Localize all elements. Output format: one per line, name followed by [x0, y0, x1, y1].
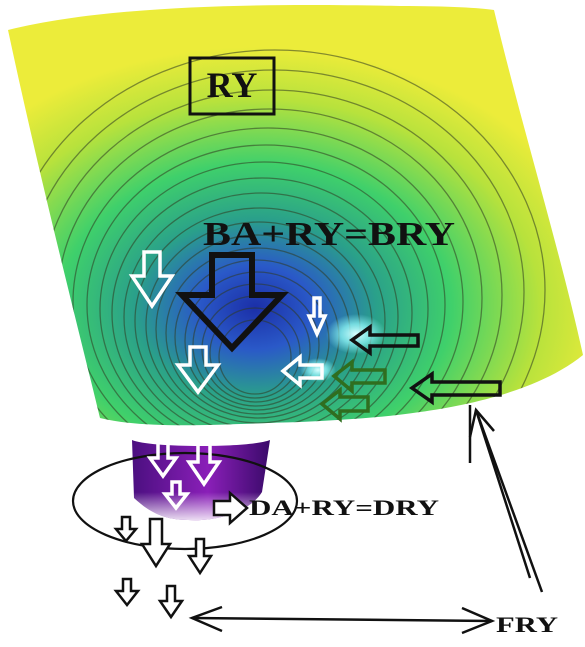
tube-down-arrow-2 — [185, 440, 223, 488]
green-left-arrows — [319, 323, 502, 423]
tube-down-arrow-1 — [146, 439, 180, 479]
dry-equation-label: DA+RY=DRY — [249, 495, 439, 520]
green-left-arrow-1 — [349, 323, 420, 357]
ry-label-box — [188, 56, 276, 116]
fry-label: FRY — [496, 612, 558, 637]
fry-arrowhead-left — [188, 605, 223, 633]
white-down-arrow-2 — [174, 345, 222, 395]
fry-arrowhead-right — [461, 606, 496, 635]
outflow-arrow-2 — [139, 517, 173, 569]
outflow-arrow-3 — [186, 537, 214, 576]
cyan-highlight — [326, 314, 386, 354]
green-left-arrow-4 — [408, 370, 502, 406]
outflow-down-arrows — [113, 515, 214, 620]
white-down-arrow-1 — [128, 250, 176, 310]
outflow-arrow-5 — [157, 584, 185, 620]
outlet-ellipse — [71, 451, 299, 551]
tube-down-arrows — [146, 439, 223, 511]
white-right-arrow — [212, 490, 249, 526]
green-left-arrow-3 — [319, 386, 370, 423]
ry-label: RY — [207, 65, 258, 105]
white-down-arrow-3 — [306, 296, 328, 339]
fry-connectors — [188, 405, 544, 635]
bry-equation-label: BA+RY=BRY — [203, 216, 455, 253]
outflow-arrow-1 — [113, 515, 139, 543]
large-down-arrow — [175, 252, 289, 353]
white-left-arrow — [280, 353, 324, 389]
white-down-arrows — [128, 250, 328, 395]
green-left-arrow-2 — [331, 358, 387, 395]
fry-line-down — [474, 409, 532, 579]
outflow-arrow-4 — [113, 577, 141, 608]
fry-line-horizontal — [191, 616, 493, 623]
tube-down-arrow-3 — [161, 480, 191, 511]
funnel-surface — [8, 4, 583, 426]
